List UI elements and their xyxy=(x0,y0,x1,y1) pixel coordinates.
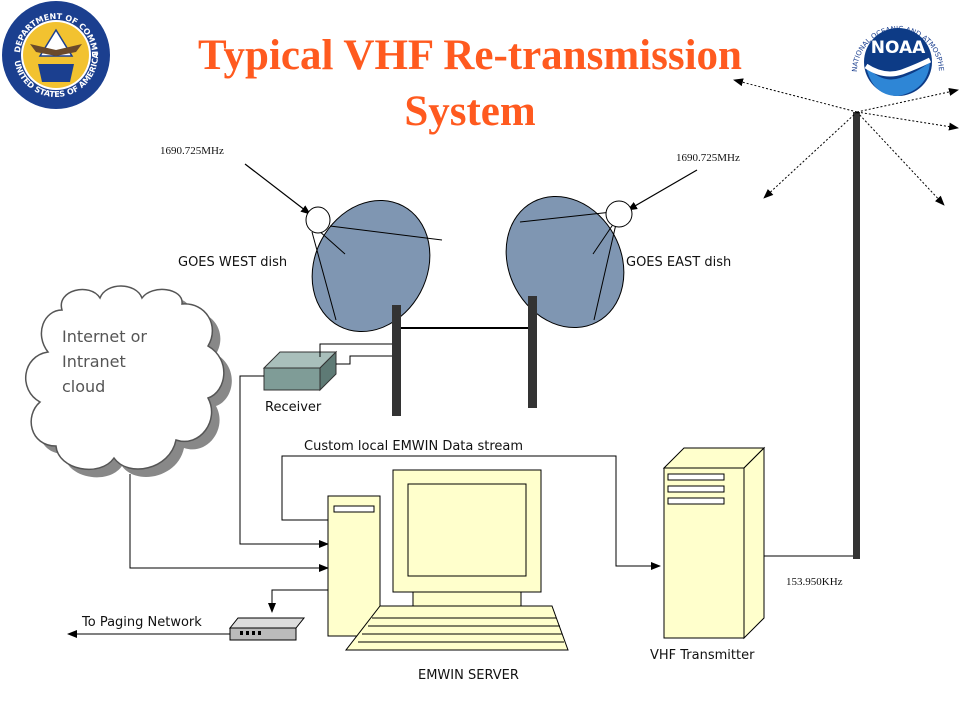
freq-label-west: 1690.725MHz xyxy=(160,145,224,157)
uplink-arrow-east xyxy=(627,169,698,211)
cable-east-receiver xyxy=(336,355,392,365)
title-line-1: Typical VHF Re-transmission xyxy=(198,32,742,79)
paging-network-label: To Paging Network xyxy=(82,615,202,630)
cable-receiver-server xyxy=(239,375,329,548)
vhf-antenna-mast xyxy=(853,112,860,559)
cloud-label-line-2: Intranet xyxy=(62,352,126,371)
cloud-label-line-3: cloud xyxy=(62,377,106,396)
vhf-transmitter-label: VHF Transmitter xyxy=(650,648,755,663)
emwin-server-tower xyxy=(327,495,381,637)
east-dish-mount xyxy=(528,296,537,408)
receiver-box xyxy=(262,350,338,392)
goes-east-label: GOES EAST dish xyxy=(626,255,732,270)
goes-west-label: GOES WEST dish xyxy=(178,255,288,270)
emwin-monitor xyxy=(392,469,542,607)
svg-text:NOAA: NOAA xyxy=(871,38,926,58)
internet-cloud xyxy=(25,285,232,478)
title-line-2: System xyxy=(404,88,536,135)
broadcast-arrow xyxy=(856,111,945,206)
vhf-transmitter-tower xyxy=(662,446,766,640)
freq-label-east: 1690.725MHz xyxy=(676,152,740,164)
goes-west-dish xyxy=(305,199,443,333)
receiver-label: Receiver xyxy=(265,400,322,415)
cloud-label: Internet or Intranet cloud xyxy=(62,324,202,399)
cloud-label-line-1: Internet or xyxy=(62,327,147,346)
goes-east-dish xyxy=(505,195,633,329)
vhf-frequency-label: 153.950KHz xyxy=(786,576,843,588)
data-stream-label: Custom local EMWIN Data stream xyxy=(304,439,524,454)
emwin-keyboard xyxy=(344,605,569,651)
uplink-arrow-west xyxy=(244,163,311,215)
cable-server-pager xyxy=(268,589,328,613)
paging-device xyxy=(228,617,306,641)
emwin-server-label: EMWIN SERVER xyxy=(418,668,519,683)
broadcast-arrow xyxy=(763,111,858,199)
cable-west-receiver xyxy=(319,343,392,357)
page-title: Typical VHF Re-transmission System xyxy=(130,28,810,140)
data-stream-line xyxy=(281,455,661,570)
broadcast-arrow xyxy=(856,88,959,113)
cable-cloud-server xyxy=(129,474,329,572)
broadcast-arrow xyxy=(733,78,858,113)
west-dish-mount xyxy=(392,305,401,416)
commerce-seal-logo: DEPARTMENT OF COMMERCE UNITED STATES OF … xyxy=(0,0,110,109)
broadcast-arrow xyxy=(856,111,959,131)
